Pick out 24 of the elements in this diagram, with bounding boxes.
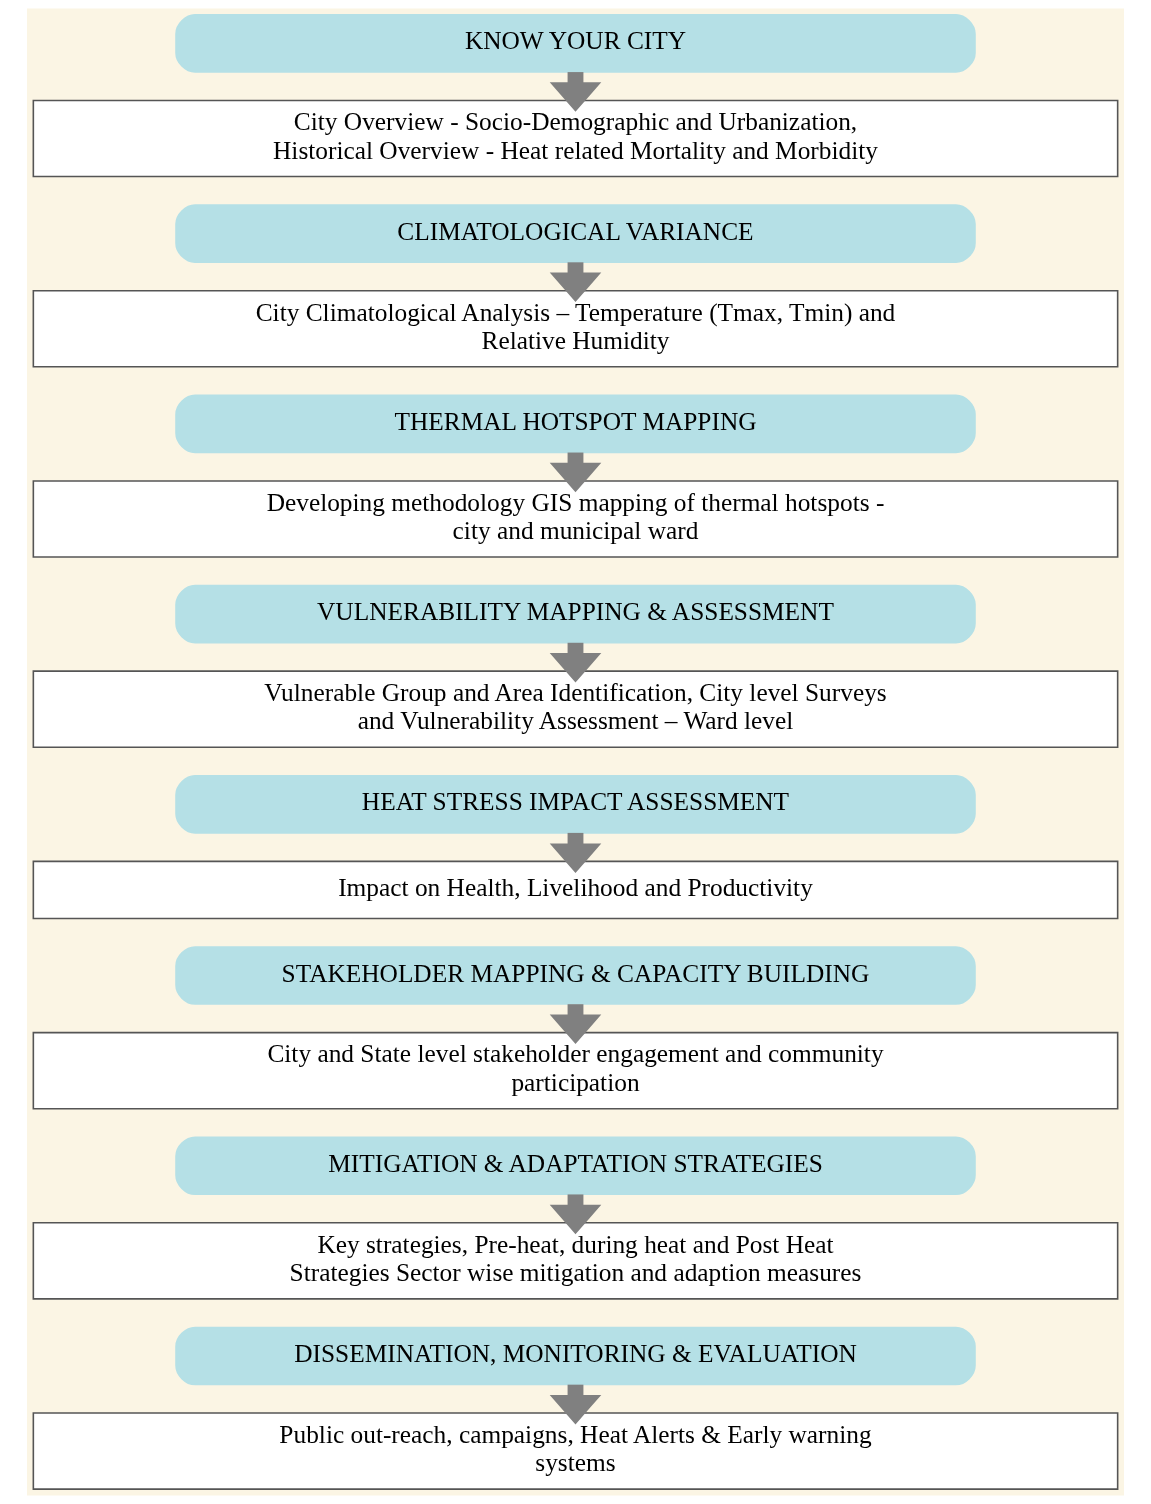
node-box: Impact on Health, Livelihood and Productivity [32, 860, 1119, 920]
node-box: STAKEHOLDER MAPPING & CAPACITY BUILDING [175, 946, 976, 1005]
arrow [549, 1194, 602, 1235]
node-box: CLIMATOLOGICAL VARIANCE [175, 204, 976, 263]
node-box: HEAT STRESS IMPACT ASSESSMENT [175, 775, 976, 834]
node-box: Key strategies, Pre-heat, during heat and Post Heat Strategies Sector wise mitigation and adaption measures [32, 1222, 1119, 1300]
arrow [549, 832, 602, 874]
node-box: Vulnerable Group and Area Identification, City level Surveys and Vulnerability Assessment – Ward level [32, 670, 1119, 749]
arrow [549, 1384, 602, 1425]
node-box: DISSEMINATION, MONITORING & EVALUATION [175, 1326, 976, 1386]
arrow [549, 1004, 602, 1044]
arrow [549, 452, 602, 493]
node-box: Developing methodology GIS mapping of thermal hotspots - city and municipal ward [32, 480, 1119, 558]
node-box: KNOW YOUR CITY [175, 14, 976, 73]
node-box: THERMAL HOTSPOT MAPPING [175, 394, 976, 454]
node-box: Public out-reach, campaigns, Heat Alerts & Early warning systems [32, 1412, 1119, 1490]
arrow [549, 642, 602, 683]
arrow [549, 72, 602, 112]
node-box: VULNERABILITY MAPPING & ASSESSMENT [175, 584, 976, 644]
node-box: City Overview - Socio-Demographic and Urbanization, Historical Overview - Heat related Mortality and Morbidity [32, 99, 1119, 178]
arrow [549, 262, 602, 303]
node-box: City Climatological Analysis – Temperature (Tmax, Tmin) and Relative Humidity [32, 289, 1119, 368]
node-box: MITIGATION & ADAPTATION STRATEGIES [175, 1136, 976, 1196]
node-box: City and State level stakeholder engagement and community participation [32, 1031, 1119, 1110]
